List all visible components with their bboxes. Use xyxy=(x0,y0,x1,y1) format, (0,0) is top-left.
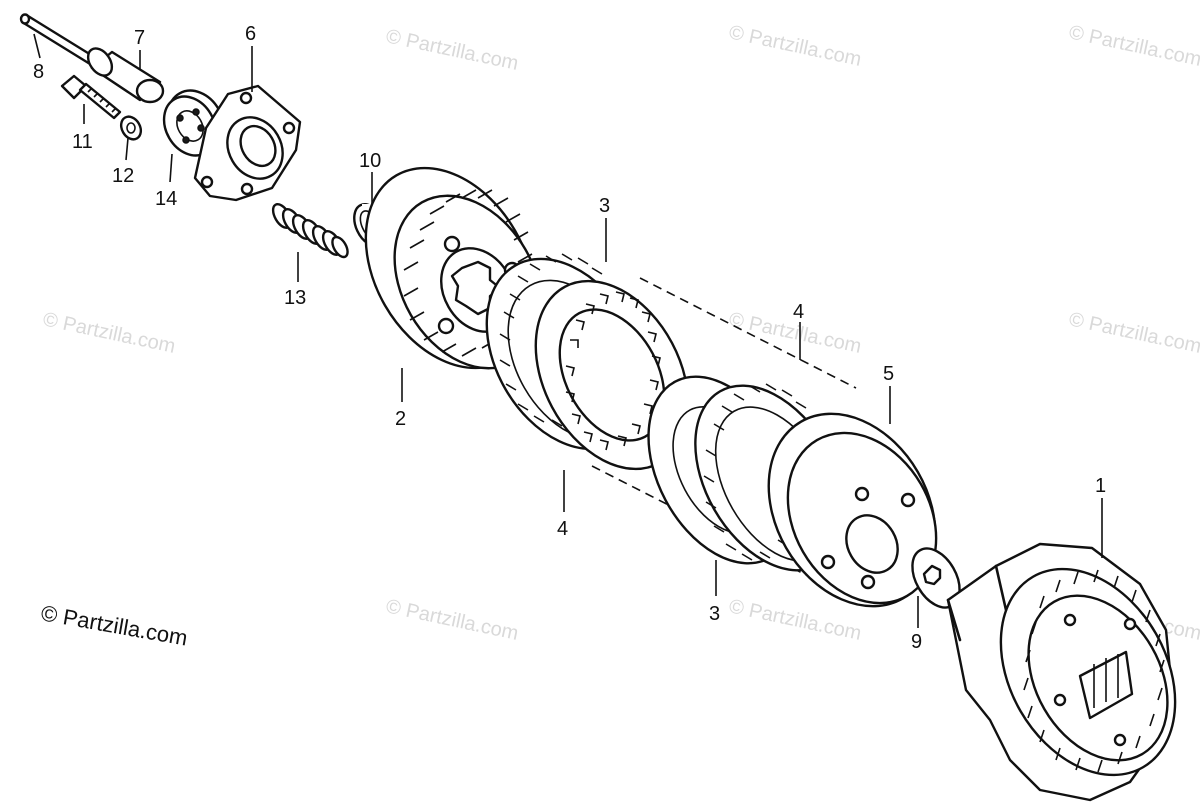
part-11-bolt xyxy=(60,74,122,120)
watermark-1: © Partzilla.com xyxy=(384,25,520,75)
watermark-4: © Partzilla.com xyxy=(41,308,177,358)
callout-12: 12 xyxy=(112,165,134,187)
watermark-3: © Partzilla.com xyxy=(1067,21,1200,71)
callout-2: 2 xyxy=(395,408,406,430)
callout-3-lower: 3 xyxy=(709,603,720,625)
part-8-pin xyxy=(19,13,98,66)
part-7-lifter-rod xyxy=(86,47,165,104)
callout-3-upper: 3 xyxy=(599,195,610,217)
callout-9: 9 xyxy=(911,631,922,653)
part-1-clutch-outer xyxy=(946,542,1177,802)
callout-4-right: 4 xyxy=(793,301,804,323)
callout-13: 13 xyxy=(284,287,306,309)
part-12-washer xyxy=(119,115,143,141)
callout-7: 7 xyxy=(134,27,145,49)
part-5-clutch-center xyxy=(767,412,938,608)
callout-5: 5 xyxy=(883,363,894,385)
watermark-7: © Partzilla.com xyxy=(384,595,520,645)
callout-8: 8 xyxy=(33,61,44,83)
watermark-2: © Partzilla.com xyxy=(727,21,863,71)
callout-6: 6 xyxy=(245,23,256,45)
callouts: 1 2 3 3 4 4 5 6 7 8 9 10 11 12 13 14 xyxy=(33,23,1106,653)
callout-4-left: 4 xyxy=(557,518,568,540)
watermark-6: © Partzilla.com xyxy=(1067,308,1200,358)
leader-lines xyxy=(33,33,1103,628)
part-6-lifter-plate xyxy=(193,84,302,202)
callout-10: 10 xyxy=(359,150,381,172)
copyright-label: © Partzilla.com xyxy=(39,600,189,650)
callout-11: 11 xyxy=(72,131,93,153)
part-13-spring xyxy=(271,203,349,259)
callout-1: 1 xyxy=(1095,475,1106,497)
callout-14: 14 xyxy=(155,188,177,210)
part-9-lock-washer xyxy=(911,547,961,609)
watermark-8: © Partzilla.com xyxy=(727,595,863,645)
